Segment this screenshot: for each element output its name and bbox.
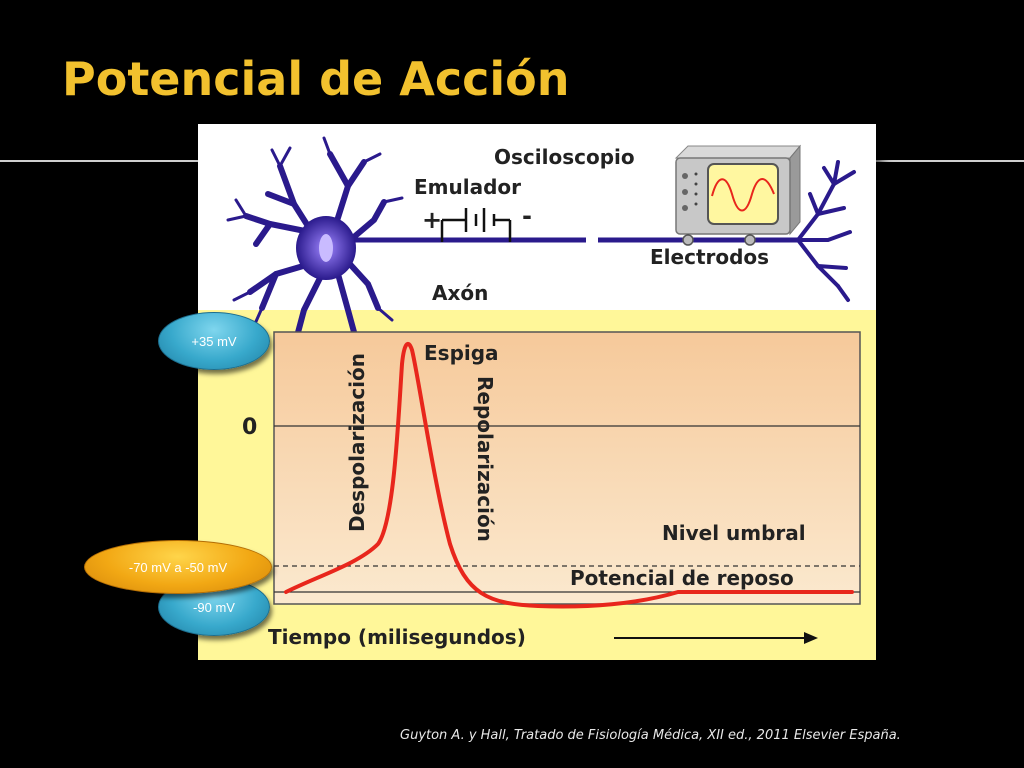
neuron-icon xyxy=(226,136,404,358)
citation-text: Guyton A. y Hall, Tratado de Fisiología … xyxy=(400,728,901,743)
x-axis-label: Tiempo (milisegundos) xyxy=(268,625,526,649)
action-potential-figure: + - Emulador Osciloscopio Axón Electrodo… xyxy=(198,124,876,660)
peak-voltage-bubble: +35 mV xyxy=(158,312,270,370)
threshold-voltage-bubble: -70 mV a -50 mV xyxy=(84,540,272,594)
action-potential-curve xyxy=(284,341,854,609)
emulador-label: Emulador xyxy=(414,175,521,199)
electrode-2 xyxy=(744,234,756,246)
slide-title: Potencial de Acción xyxy=(62,52,570,106)
emulator-battery-icon xyxy=(440,208,512,242)
repolarizacion-label: Repolarización xyxy=(473,376,497,542)
oscilloscope-icon xyxy=(674,144,802,236)
espiga-label: Espiga xyxy=(424,341,499,365)
time-arrow-icon xyxy=(614,632,818,644)
osciloscopio-label: Osciloscopio xyxy=(494,145,635,169)
axon-label: Axón xyxy=(432,281,488,305)
axon-terminal-icon xyxy=(796,160,856,302)
electrode-1 xyxy=(682,234,694,246)
nivel-umbral-label: Nivel umbral xyxy=(662,521,806,545)
electrodos-label: Electrodos xyxy=(650,245,769,269)
minus-sign: - xyxy=(522,202,532,230)
neuron-nucleus xyxy=(319,234,333,262)
plot-area xyxy=(273,331,861,605)
potencial-reposo-label: Potencial de reposo xyxy=(570,566,794,590)
despolarizacion-label: Despolarización xyxy=(345,353,369,532)
y-zero-label: 0 xyxy=(242,415,257,440)
plus-sign: + xyxy=(422,206,442,234)
